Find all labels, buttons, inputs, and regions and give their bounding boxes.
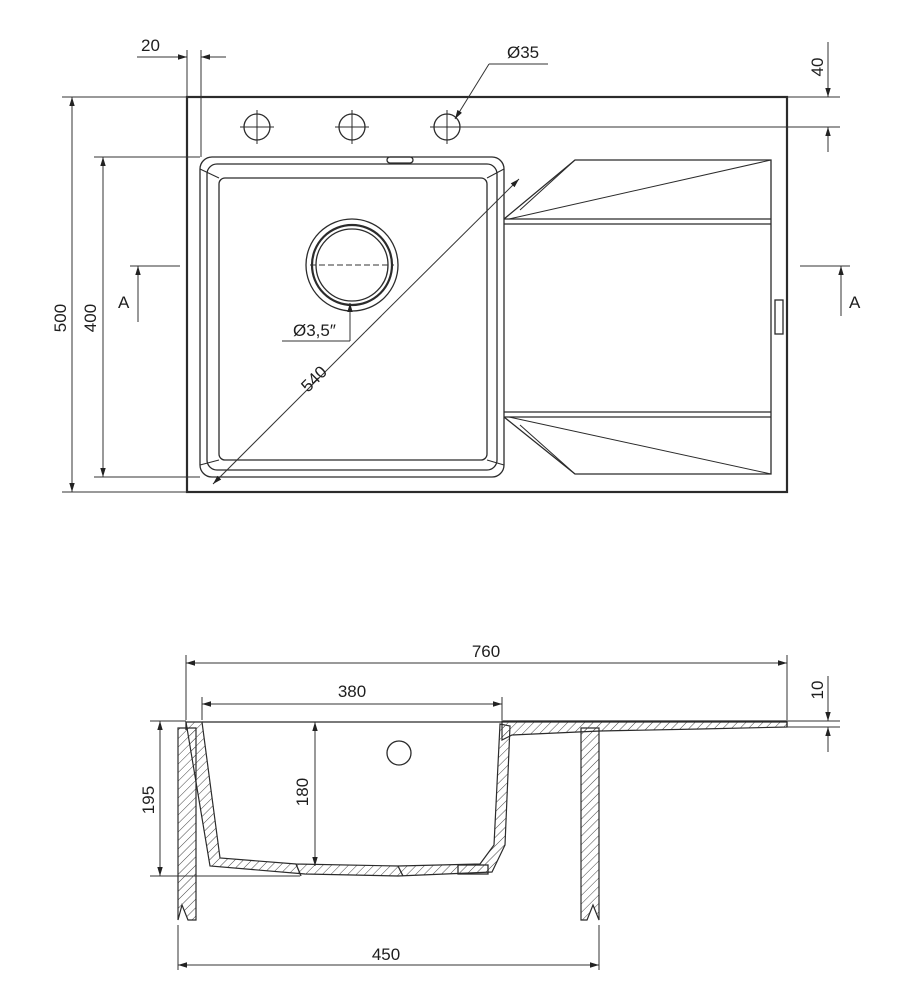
dim-bowl-depth-label: 180 (293, 778, 312, 806)
tap-hole-2 (335, 110, 369, 144)
dim-hole-offset: 20 (137, 36, 226, 157)
dim-diagonal: 540 (212, 178, 520, 485)
dim-overall-depth-label: 500 (51, 304, 70, 332)
dim-hole-offset-label: 20 (141, 36, 160, 55)
drain (305, 218, 399, 312)
section-label-right: A (849, 293, 861, 312)
overflow-hole (386, 740, 412, 766)
dim-total-height-label: 195 (139, 786, 158, 814)
dim-bowl-length-label: 400 (81, 304, 100, 332)
dim-bowl-depth: 180 (293, 722, 318, 866)
section-label-left: A (118, 293, 130, 312)
section-view: 760 380 10 195 (139, 642, 840, 970)
sink-profile (185, 720, 788, 877)
dim-drain-diameter-label: Ø3,5″ (293, 321, 336, 340)
dim-cabinet-width-label: 450 (372, 945, 400, 964)
section-marker-left: A (118, 265, 180, 322)
dim-overall-depth: 500 (51, 96, 187, 493)
dim-hole-diameter-label: Ø35 (507, 43, 539, 62)
dim-overall-width: 760 (185, 642, 788, 720)
plan-view: 20 Ø35 40 500 (51, 36, 861, 494)
dim-overall-width-label: 760 (472, 642, 500, 661)
dim-hole-diameter: Ø35 (454, 43, 548, 120)
dim-bowl-width: 380 (201, 682, 503, 720)
cabinet-wall-right (580, 727, 600, 921)
dim-diagonal-label: 540 (297, 362, 330, 395)
tap-hole-3 (430, 110, 464, 144)
tap-hole-1 (240, 110, 274, 144)
sink-outline (185, 95, 789, 494)
dim-rim-thickness-label: 10 (808, 681, 827, 700)
drainer-board (503, 159, 784, 475)
section-marker-right: A (800, 265, 861, 316)
dim-hole-edge-label: 40 (808, 58, 827, 77)
dim-bowl-length: 400 (81, 156, 200, 478)
dim-hole-edge: 40 (460, 42, 840, 152)
dim-rim-thickness: 10 (787, 676, 840, 752)
bowl-outline (199, 156, 505, 478)
dim-drain-diameter: Ø3,5″ (282, 303, 353, 342)
dim-cabinet-width: 450 (177, 925, 600, 970)
dim-total-height: 195 (139, 720, 300, 877)
dim-bowl-width-label: 380 (338, 682, 366, 701)
